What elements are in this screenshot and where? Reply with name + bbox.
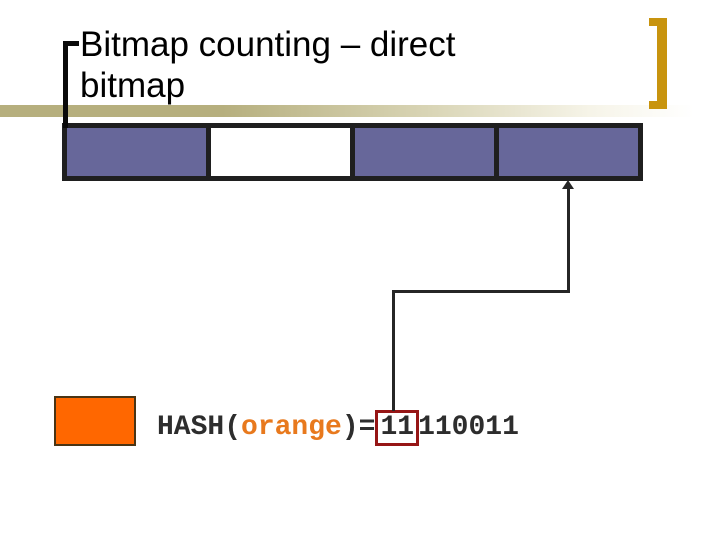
- connector-arrowhead-icon: [562, 180, 574, 189]
- connector-segment-vertical-bottom: [392, 290, 395, 411]
- bitmap-bar: [62, 123, 643, 181]
- title-bracket-arm-icon: [63, 41, 79, 46]
- bitmap-cell: [355, 128, 494, 176]
- orange-item-swatch: [54, 396, 136, 446]
- hash-function-label: HASH(: [157, 412, 242, 443]
- hash-argument-label: orange: [241, 412, 342, 443]
- title-bracket-icon: [63, 41, 68, 128]
- hash-equals-label: )=: [341, 412, 376, 443]
- page-title-line2: bitmap: [80, 66, 186, 105]
- hash-bits-rest: 110011: [418, 412, 519, 443]
- page-title-line1: Bitmap counting – direct: [80, 25, 456, 64]
- bitmap-cell: [211, 128, 350, 176]
- bitmap-cell: [499, 128, 638, 176]
- title-underline-rule: [0, 105, 694, 117]
- bitmap-cell: [67, 128, 206, 176]
- gold-bracket-icon: [649, 18, 667, 109]
- connector-segment-horizontal: [392, 290, 570, 293]
- connector-segment-vertical-top: [567, 188, 570, 292]
- hash-bits-boxed: 11: [375, 410, 420, 446]
- page-title: Bitmap counting – direct bitmap: [80, 24, 455, 106]
